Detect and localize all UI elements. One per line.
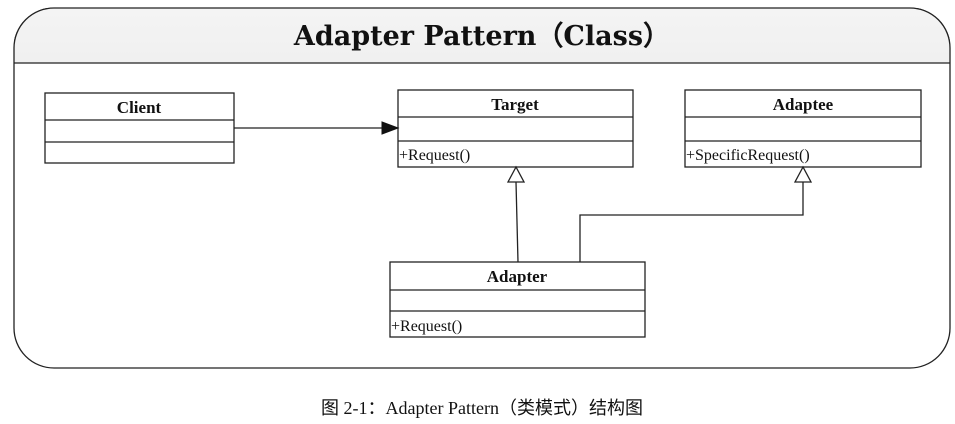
generalization-arrowhead	[793, 165, 813, 183]
figure-caption: 图 2-1：Adapter Pattern（类模式）结构图	[321, 398, 643, 418]
class-operation: +SpecificRequest()	[686, 147, 810, 164]
class-adapter: Adapter +Request()	[389, 261, 646, 338]
class-name: Adaptee	[773, 95, 834, 114]
generalization-arrowhead	[506, 165, 526, 183]
association-arrowhead	[381, 121, 400, 135]
class-adaptee: Adaptee +SpecificRequest()	[684, 89, 922, 168]
class-client: Client	[44, 92, 235, 164]
generalization-adapter-target	[506, 165, 526, 263]
generalization-adapter-adaptee	[579, 165, 813, 262]
class-operation: +Request()	[399, 147, 470, 164]
class-name: Client	[117, 98, 162, 117]
diagram-title: Adapter Pattern（Class）	[293, 21, 670, 52]
class-operation: +Request()	[391, 318, 462, 335]
association-client-target	[234, 121, 400, 135]
class-name: Target	[491, 95, 539, 114]
class-target: Target +Request()	[397, 89, 634, 168]
frame-header	[14, 8, 950, 63]
class-name: Adapter	[487, 267, 548, 286]
